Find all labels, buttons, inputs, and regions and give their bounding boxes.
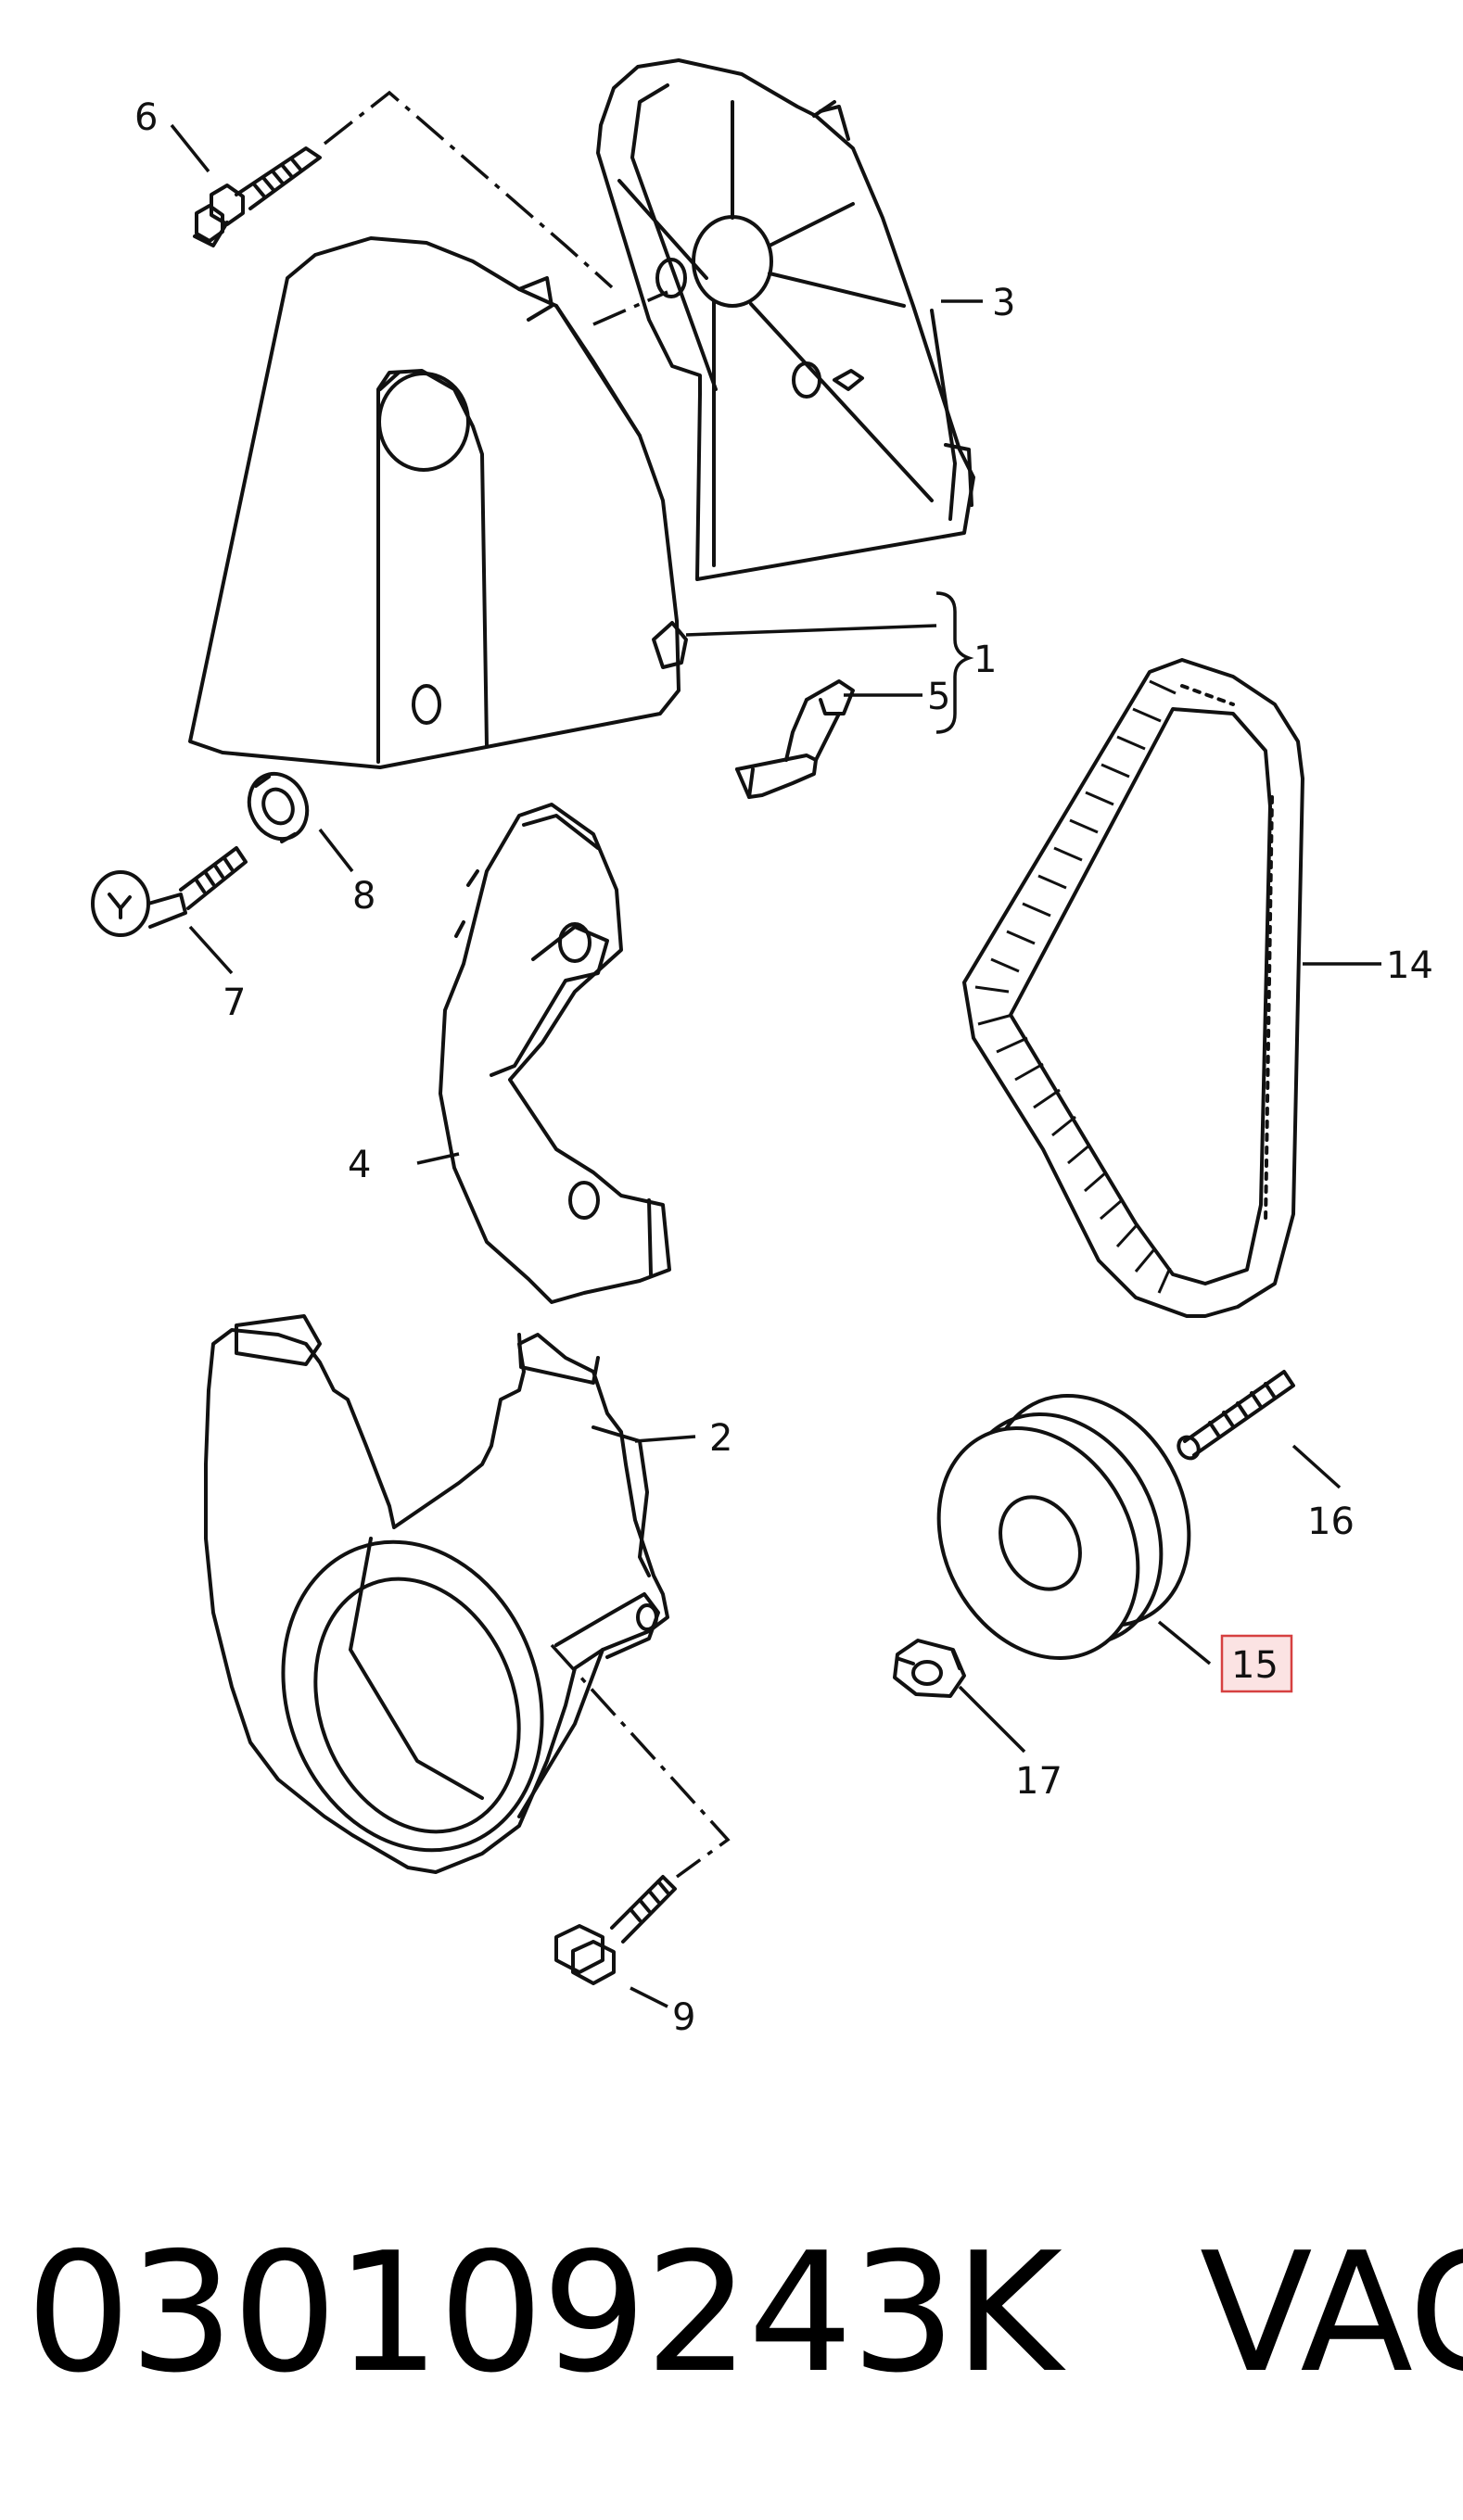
callout-17: 17 bbox=[1015, 1760, 1062, 1803]
callout-16: 16 bbox=[1307, 1501, 1355, 1543]
highlight-box-15 bbox=[1220, 1634, 1293, 1693]
callout-5: 5 bbox=[927, 676, 950, 718]
part-2-lower-cover bbox=[204, 1314, 669, 1874]
callout-2: 2 bbox=[709, 1417, 732, 1460]
part-4-inner-cover bbox=[439, 803, 671, 1304]
callout-9: 9 bbox=[672, 1996, 695, 2039]
part-16-stud bbox=[1177, 1370, 1295, 1461]
callout-15: 15 bbox=[1231, 1644, 1279, 1687]
callout-4: 4 bbox=[348, 1144, 371, 1186]
brace-item-1 bbox=[935, 591, 974, 734]
assembly-line-9 bbox=[550, 1643, 731, 1879]
callout-14: 14 bbox=[1386, 944, 1433, 987]
assembly-line-3 bbox=[592, 290, 668, 326]
part-5-clip bbox=[735, 679, 855, 799]
belt-teeth-hatching bbox=[974, 679, 1177, 1294]
callout-8: 8 bbox=[352, 875, 375, 918]
leader-lines bbox=[170, 123, 1381, 2008]
part-17-nut bbox=[893, 1639, 966, 1698]
assembly-line-6 bbox=[323, 90, 614, 289]
callout-6: 6 bbox=[134, 96, 158, 139]
part-number: 030109243K bbox=[26, 2216, 1062, 2409]
part-1-upper-cover bbox=[188, 236, 688, 769]
brand-name: VAG bbox=[1199, 2216, 1463, 2409]
part-9-bolt bbox=[554, 1875, 677, 1985]
callout-1: 1 bbox=[973, 639, 997, 681]
footer-caption: 030109243K VAG bbox=[26, 2206, 1463, 2419]
part-15-pulley bbox=[936, 1393, 1191, 1661]
part-7-bolt bbox=[91, 846, 248, 937]
callout-3: 3 bbox=[992, 282, 1015, 324]
part-3-rear-cover-plate bbox=[596, 58, 975, 581]
part-6-bolt bbox=[193, 146, 322, 247]
part-14-timing-belt bbox=[962, 658, 1304, 1318]
part-8-washer bbox=[247, 771, 310, 843]
callout-7: 7 bbox=[223, 981, 246, 1024]
